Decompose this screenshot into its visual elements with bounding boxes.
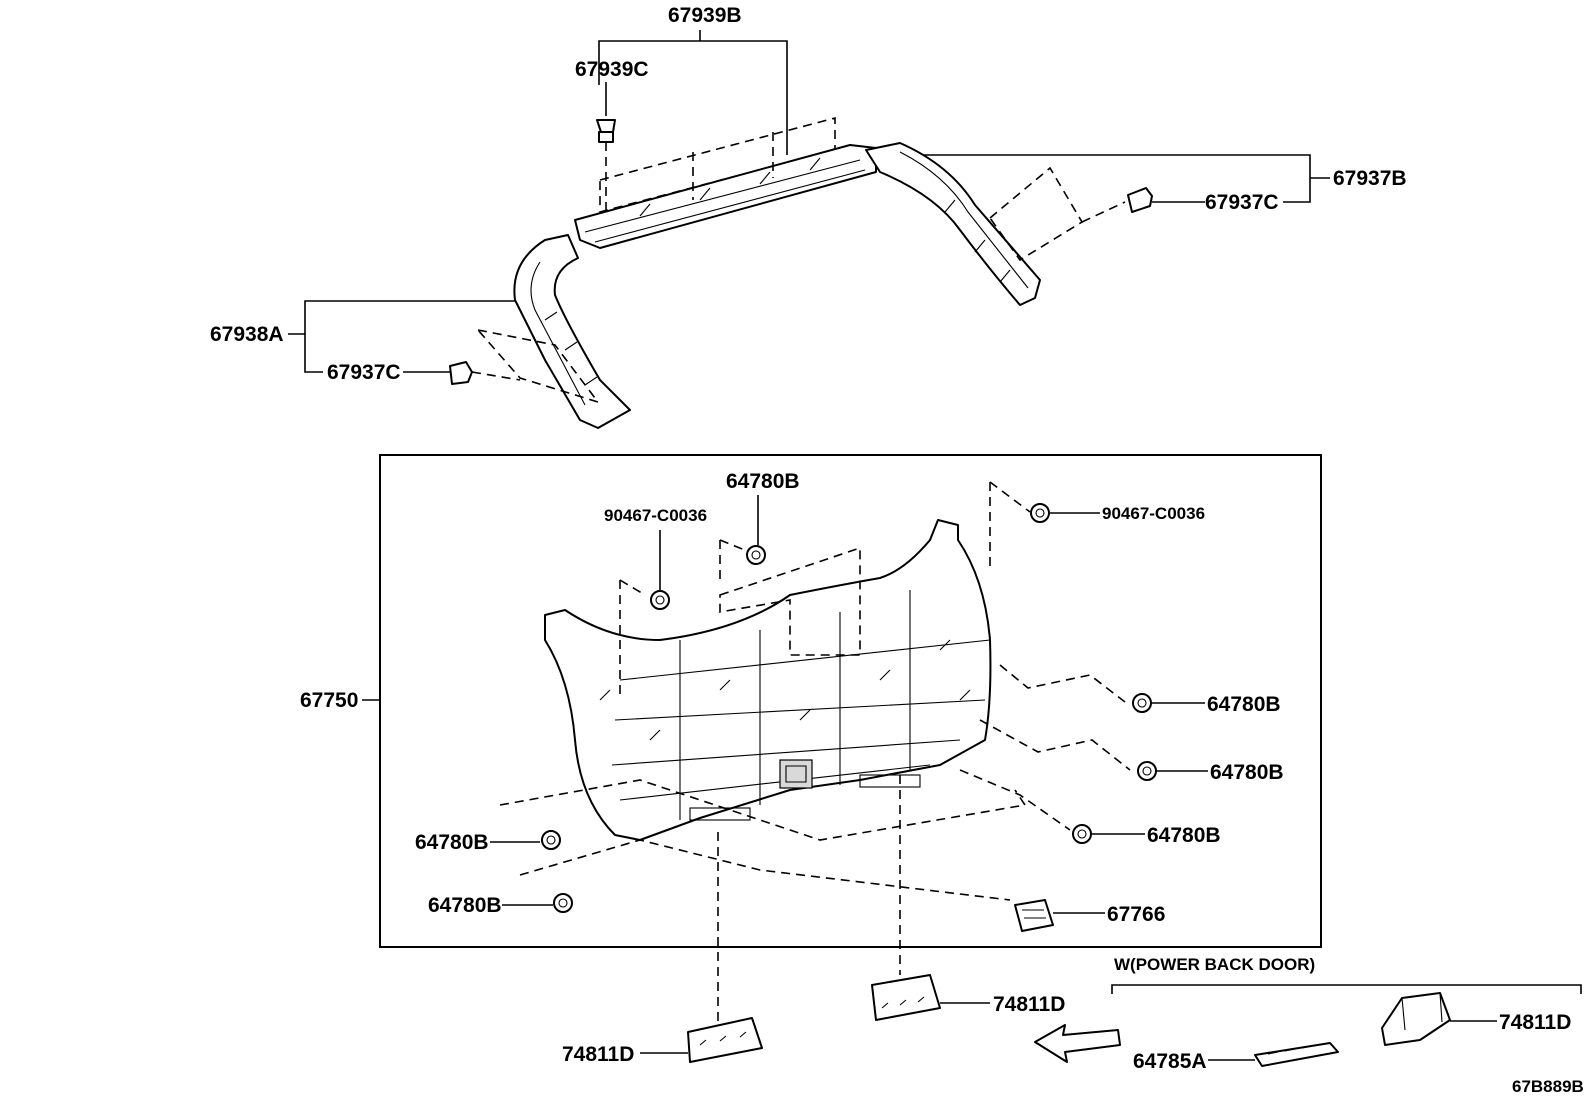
pull-handle-74811D-left bbox=[640, 1017, 763, 1063]
pull-handle-74811D-mid bbox=[871, 974, 990, 1021]
switch-64785A bbox=[1208, 1042, 1339, 1067]
leader-67937B bbox=[912, 154, 1330, 203]
diagram-id: 67B889B bbox=[1512, 1077, 1584, 1096]
clip-67937C-left bbox=[403, 361, 521, 385]
assembly-frame bbox=[379, 454, 1322, 948]
label-64780B-top: 64780B bbox=[726, 470, 800, 493]
label-74811D-right: 74811D bbox=[1499, 1011, 1571, 1034]
label-64780B-r1: 64780B bbox=[1207, 693, 1281, 716]
label-67750: 67750 bbox=[300, 689, 358, 712]
arrow-icon bbox=[1034, 1024, 1121, 1063]
label-67938A: 67938A bbox=[210, 323, 284, 346]
clip-64780B-r1 bbox=[1132, 693, 1205, 713]
leader-67938A bbox=[288, 300, 515, 373]
back-door-trim-board bbox=[544, 519, 992, 841]
upper-back-door-garnish bbox=[574, 116, 877, 249]
label-64785A: 64785A bbox=[1133, 1050, 1207, 1073]
label-67937C-left: 67937C bbox=[327, 361, 401, 384]
label-67939C: 67939C bbox=[575, 58, 649, 81]
leader-67939B bbox=[598, 30, 788, 155]
left-side-garnish bbox=[475, 234, 631, 429]
cover-67766 bbox=[1014, 899, 1105, 932]
right-side-garnish bbox=[865, 142, 1126, 306]
clip-90467-left bbox=[650, 530, 670, 610]
label-67937B: 67937B bbox=[1333, 167, 1407, 190]
label-74811D-left: 74811D bbox=[562, 1043, 634, 1066]
clip-90467-right bbox=[1030, 503, 1100, 523]
label-64780B-r2: 64780B bbox=[1210, 761, 1284, 784]
clip-64780B-l1 bbox=[490, 830, 561, 850]
power-back-door-bracket bbox=[1111, 984, 1582, 994]
label-67766: 67766 bbox=[1107, 903, 1165, 926]
label-64780B-l1: 64780B bbox=[415, 831, 489, 854]
clip-64780B-r2 bbox=[1137, 761, 1208, 781]
guide-lines bbox=[499, 481, 1131, 1025]
label-67937C-right: 67937C bbox=[1205, 191, 1279, 214]
clip-64780B-l2 bbox=[502, 893, 573, 913]
clip-67937C-right bbox=[1127, 187, 1205, 213]
clip-64780B-r3 bbox=[1072, 824, 1145, 844]
label-90467-left: 90467-C0036 bbox=[604, 506, 707, 525]
label-64780B-r3: 64780B bbox=[1147, 824, 1221, 847]
label-power-back-door: W(POWER BACK DOOR) bbox=[1114, 955, 1315, 974]
pull-handle-74811D-right bbox=[1381, 992, 1497, 1046]
label-90467-right: 90467-C0036 bbox=[1102, 504, 1205, 523]
clip-64780B-top bbox=[746, 495, 766, 565]
label-67939B: 67939B bbox=[668, 4, 742, 27]
label-64780B-l2: 64780B bbox=[428, 894, 502, 917]
label-74811D-mid: 74811D bbox=[993, 993, 1065, 1016]
clip-67939C bbox=[596, 82, 616, 230]
